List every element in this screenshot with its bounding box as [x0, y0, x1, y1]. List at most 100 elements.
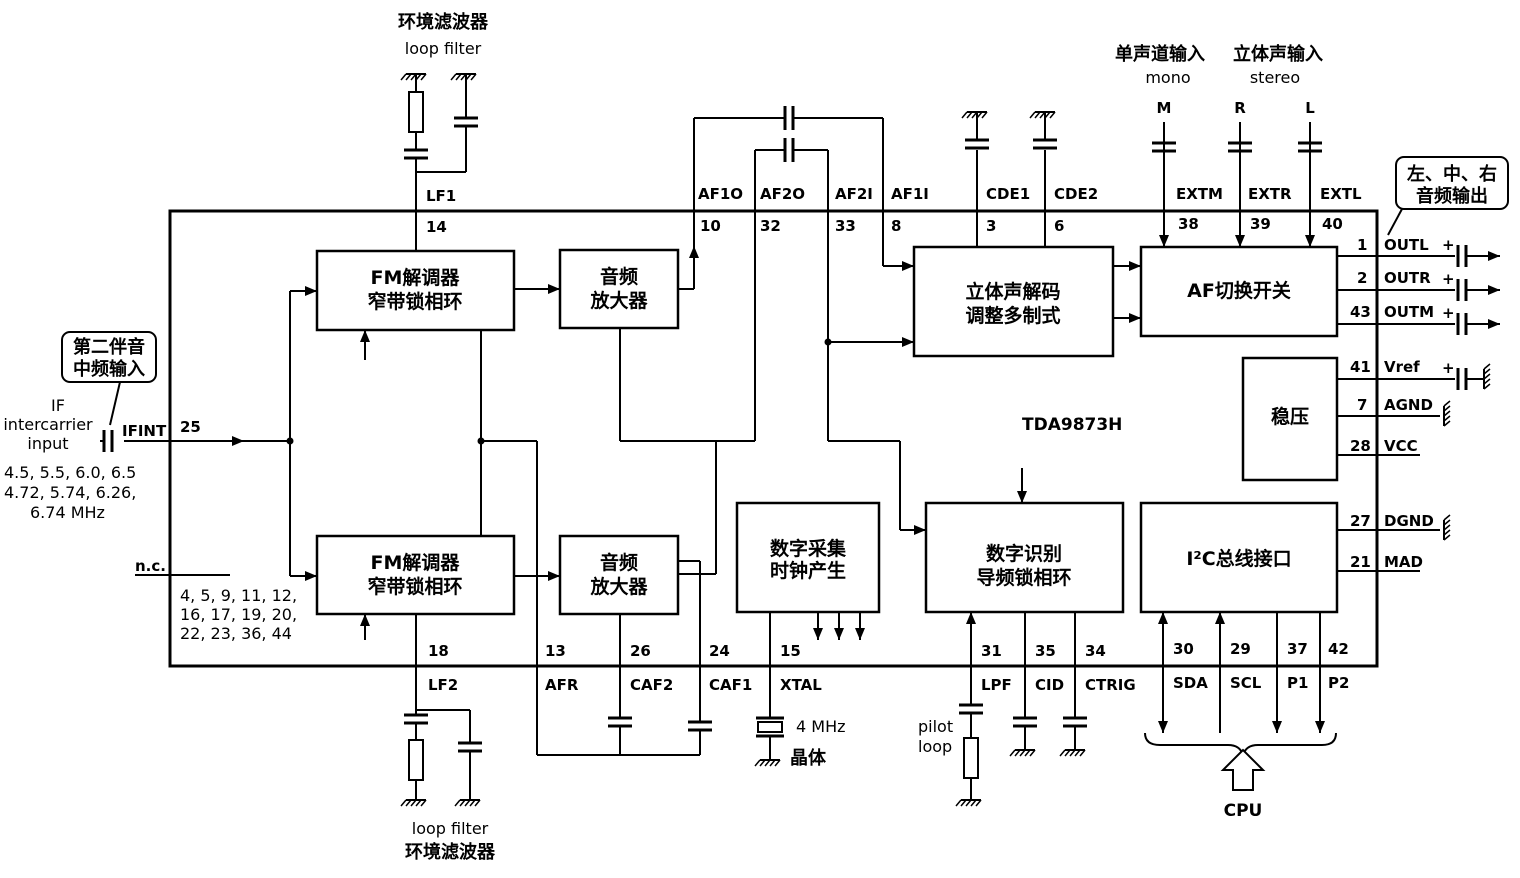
svg-text:EXTR: EXTR — [1248, 185, 1292, 203]
svg-text:38: 38 — [1178, 215, 1199, 233]
xtal-freq: 4 MHz — [796, 717, 846, 736]
svg-text:4, 5, 9, 11, 12,: 4, 5, 9, 11, 12, — [180, 586, 297, 605]
svg-text:CAF1: CAF1 — [709, 676, 752, 694]
svg-text:EXTM: EXTM — [1176, 185, 1223, 203]
svg-text:LPF: LPF — [981, 676, 1012, 694]
svg-text:I²C总线接口: I²C总线接口 — [1186, 547, 1291, 570]
svg-text:41: 41 — [1350, 358, 1371, 376]
svg-text:13: 13 — [545, 642, 566, 660]
clock-block: 数字采集 时钟产生 — [735, 501, 881, 614]
svg-text:FM解调器: FM解调器 — [371, 266, 461, 289]
svg-text:n.c.: n.c. — [135, 557, 166, 575]
right-pins: 1 OUTL 2 OUTR 43 OUTM 41 Vref 7 AGND 28 … — [1350, 236, 1455, 571]
svg-text:input: input — [27, 434, 68, 453]
svg-text:XTAL: XTAL — [780, 676, 822, 694]
cpu-bus: CPU — [1144, 732, 1337, 821]
svg-text:26: 26 — [630, 642, 651, 660]
svg-text:SCL: SCL — [1230, 674, 1262, 692]
svg-text:AF2I: AF2I — [835, 185, 873, 203]
svg-text:时钟产生: 时钟产生 — [770, 559, 846, 582]
cde-caps — [961, 111, 1057, 150]
input-m: M — [1157, 99, 1172, 117]
svg-text:音频: 音频 — [600, 265, 638, 288]
svg-text:42: 42 — [1328, 640, 1349, 658]
chip-outline — [168, 209, 1379, 668]
svg-text:29: 29 — [1230, 640, 1251, 658]
svg-text:FM解调器: FM解调器 — [371, 551, 461, 574]
svg-text:30: 30 — [1173, 640, 1194, 658]
regulator-block: 稳压 — [1241, 356, 1339, 482]
svg-text:中频输入: 中频输入 — [73, 358, 145, 380]
bottom-pins: 18 LF2 13 AFR 26 CAF2 24 CAF1 15 XTAL 31… — [428, 640, 1349, 694]
svg-text:窄带锁相环: 窄带锁相环 — [367, 290, 462, 313]
stereo-input-cn: 立体声输入 — [1233, 43, 1323, 65]
svg-text:32: 32 — [760, 217, 781, 235]
svg-text:CDE1: CDE1 — [986, 185, 1030, 203]
pilot-loop-line2: loop — [918, 737, 952, 756]
svg-text:4.5, 5.5, 6.0, 6.5: 4.5, 5.5, 6.0, 6.5 — [4, 463, 136, 482]
svg-text:43: 43 — [1350, 303, 1371, 321]
svg-text:LF1: LF1 — [426, 187, 456, 205]
input-r: R — [1234, 99, 1246, 117]
svg-text:31: 31 — [981, 642, 1002, 660]
af-switch-block: AF切换开关 — [1139, 245, 1339, 338]
top-loop-filter — [400, 73, 478, 173]
stereo-decoder-block: 立体声解码 调整多制式 — [912, 245, 1115, 358]
svg-text:intercarrier: intercarrier — [3, 415, 93, 434]
svg-text:EXTL: EXTL — [1320, 185, 1362, 203]
svg-text:CDE2: CDE2 — [1054, 185, 1098, 203]
svg-text:1: 1 — [1357, 236, 1367, 254]
mono-input-en: mono — [1145, 68, 1190, 87]
svg-text:OUTL: OUTL — [1384, 236, 1429, 254]
audio-amp-block-2: 音频 放大器 — [558, 534, 680, 616]
svg-text:SDA: SDA — [1173, 674, 1208, 692]
svg-text:22, 23, 36, 44: 22, 23, 36, 44 — [180, 624, 292, 643]
svg-text:第二伴音: 第二伴音 — [73, 336, 145, 358]
xtal-cn: 晶体 — [790, 747, 827, 769]
svg-text:33: 33 — [835, 217, 856, 235]
svg-text:6: 6 — [1054, 217, 1064, 235]
svg-text:数字识别: 数字识别 — [986, 542, 1062, 565]
svg-text:VCC: VCC — [1384, 437, 1418, 455]
sif-input-callout: 第二伴音 中频输入 — [61, 331, 157, 426]
pilot-loop-filter — [955, 703, 1087, 807]
svg-text:放大器: 放大器 — [589, 575, 648, 598]
svg-text:8: 8 — [891, 217, 901, 235]
svg-text:10: 10 — [700, 217, 721, 235]
mono-input-cn: 单声道输入 — [1115, 43, 1205, 65]
svg-text:AFR: AFR — [545, 676, 579, 694]
svg-text:18: 18 — [428, 642, 449, 660]
svg-text:CID: CID — [1035, 676, 1064, 694]
internal-wiring — [124, 118, 1455, 755]
audio-amp-block-1: 音频 放大器 — [558, 248, 680, 330]
svg-text:OUTR: OUTR — [1384, 269, 1431, 287]
svg-text:28: 28 — [1350, 437, 1371, 455]
svg-text:15: 15 — [780, 642, 801, 660]
output-caps — [1443, 245, 1500, 541]
caf-caps — [537, 716, 712, 756]
input-l: L — [1305, 99, 1315, 117]
fm-demod-block-1: FM解调器 窄带锁相环 — [315, 249, 516, 332]
svg-text:放大器: 放大器 — [589, 289, 648, 312]
bottom-filter-cn: 环境滤波器 — [405, 841, 496, 863]
if-input-cap — [100, 430, 114, 452]
top-filter-cn: 环境滤波器 — [398, 11, 489, 33]
crystal — [754, 716, 784, 767]
pilot-loop-line1: pilot — [918, 717, 953, 736]
svg-text:OUTM: OUTM — [1384, 303, 1434, 321]
i2c-bus-block: I²C总线接口 — [1139, 501, 1339, 614]
svg-text:音频: 音频 — [600, 551, 638, 574]
svg-text:左、中、右: 左、中、右 — [1407, 163, 1497, 185]
svg-text:立体声解码: 立体声解码 — [965, 280, 1060, 303]
svg-text:+: + — [1442, 270, 1455, 288]
svg-text:窄带锁相环: 窄带锁相环 — [367, 575, 462, 598]
svg-text:3: 3 — [986, 217, 996, 235]
svg-text:MAD: MAD — [1384, 553, 1423, 571]
svg-text:IFINT: IFINT — [122, 422, 167, 440]
svg-text:+: + — [1442, 304, 1455, 322]
svg-text:AF1I: AF1I — [891, 185, 929, 203]
svg-text:37: 37 — [1287, 640, 1308, 658]
svg-text:4.72, 5.74, 6.26,: 4.72, 5.74, 6.26, — [4, 483, 136, 502]
svg-text:导频锁相环: 导频锁相环 — [976, 566, 1071, 589]
